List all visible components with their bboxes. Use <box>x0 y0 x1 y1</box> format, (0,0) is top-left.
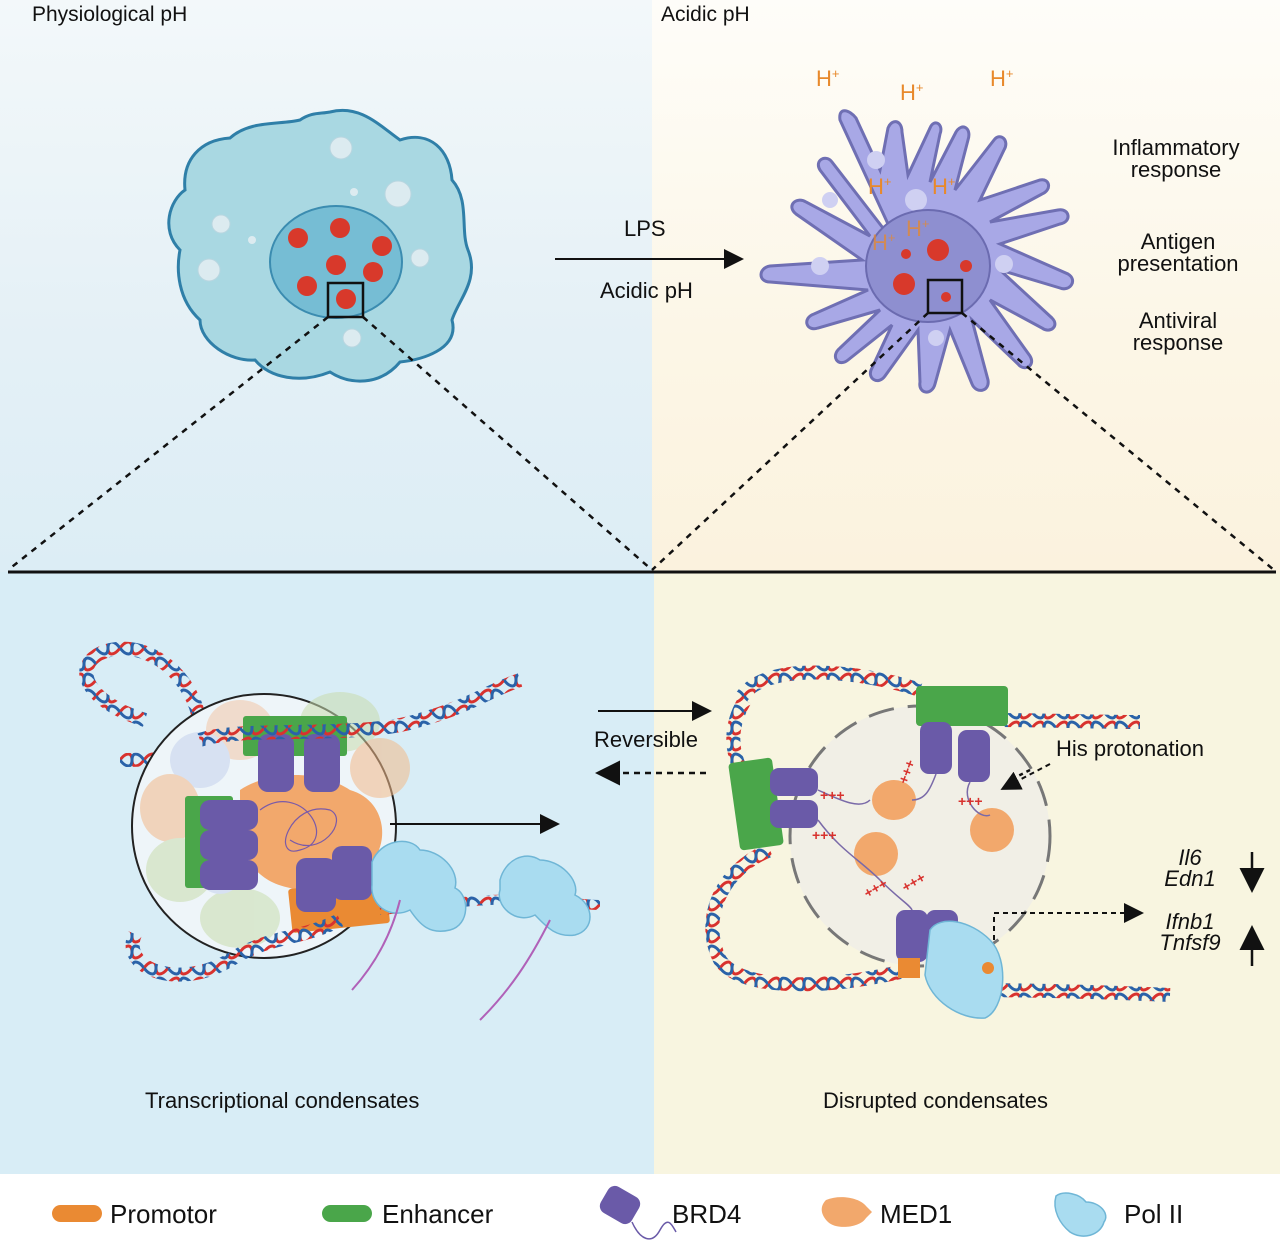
positive-charge-marks: +++ <box>958 793 983 809</box>
pol2-legend-icon <box>1054 1192 1107 1237</box>
acidic-ph-stimulus-label: Acidic pH <box>600 278 693 303</box>
legend-label: Pol II <box>1124 1198 1184 1229</box>
promotor-block <box>898 958 920 978</box>
legend-brd4: BRD4 <box>672 1196 741 1232</box>
pol2-complex <box>371 840 591 937</box>
pol2-protein <box>924 920 1004 1019</box>
legend-label: Enhancer <box>382 1198 494 1229</box>
med1-proteins <box>854 780 1014 876</box>
nucleoli <box>893 239 972 302</box>
zoom-guide-lines <box>7 312 1275 571</box>
positive-charge-marks: +++ <box>812 827 837 843</box>
enhancer-block <box>916 686 1008 726</box>
proton-label: H+ <box>816 66 839 91</box>
brd4-cluster <box>200 734 372 912</box>
physiological-ph-header: Physiological pH <box>32 3 188 26</box>
positive-charge-marks: +++ <box>895 757 918 786</box>
enhancer-legend-icon <box>322 1205 372 1222</box>
proton-labels: H+ H+ H+ H+ H+ H+ H+ <box>816 66 1013 255</box>
legend-promotor: Promotor <box>110 1196 217 1232</box>
reversible-label: Reversible <box>594 727 698 752</box>
legend-label: MED1 <box>880 1198 953 1229</box>
med1-legend-icon <box>821 1197 872 1227</box>
promotor-legend-icon <box>52 1205 102 1222</box>
transcriptional-condensate <box>79 641 601 1021</box>
brd4-legend-icon <box>599 1185 677 1240</box>
proton-label: H+ <box>932 174 955 199</box>
nucleoli <box>288 218 392 309</box>
acidic-cell <box>759 109 1074 394</box>
enhancer-block <box>728 757 784 851</box>
proton-label: H+ <box>900 80 923 105</box>
transcriptional-condensates-caption: Transcriptional condensates <box>145 1088 420 1113</box>
gene-output-dashed-arrow-icon <box>993 903 1144 940</box>
his-protonation-label: His protonation <box>1056 736 1204 761</box>
legend-enhancer: Enhancer <box>382 1196 493 1232</box>
legend-icons <box>52 1185 1107 1240</box>
proton-label: H+ <box>872 230 895 255</box>
positive-charge-marks: +++ <box>820 787 845 803</box>
legend-label: BRD4 <box>672 1198 742 1229</box>
proton-label: H+ <box>990 66 1013 91</box>
disrupted-condensate: +++ +++ +++ +++ +++ +++ <box>705 665 1265 1019</box>
nucleus-icon <box>865 209 991 323</box>
acidic-ph-header: Acidic pH <box>661 3 750 26</box>
proton-label: H+ <box>906 216 929 241</box>
zoom-box <box>926 278 964 315</box>
legend-pol2: Pol II <box>1124 1196 1183 1232</box>
disrupted-condensates-caption: Disrupted condensates <box>823 1088 1049 1113</box>
legend-med1: MED1 <box>880 1196 952 1232</box>
physiological-cell <box>167 108 474 383</box>
legend-label: Promotor <box>110 1198 217 1229</box>
lps-label: LPS <box>624 216 666 241</box>
zoom-box <box>326 281 365 319</box>
proton-label: H+ <box>868 174 891 199</box>
